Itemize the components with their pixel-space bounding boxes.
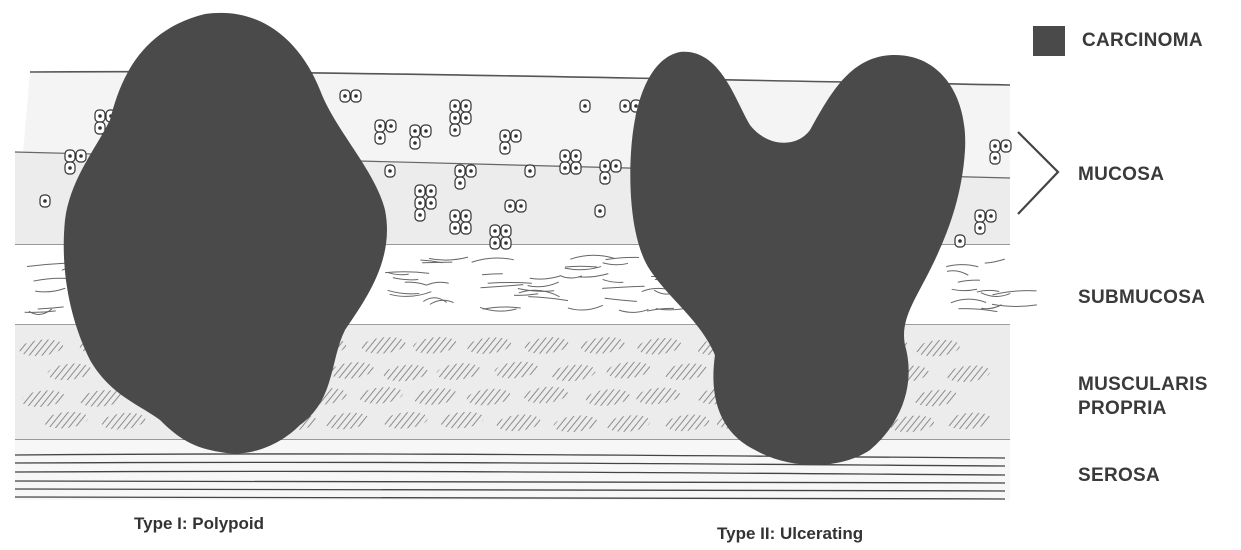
type-1-caption: Type I: Polypoid — [134, 514, 264, 534]
propria-label: PROPRIA — [1078, 397, 1167, 421]
submucosa-label: SUBMUCOSA — [1078, 286, 1205, 310]
muscularis-label: MUSCULARIS — [1078, 373, 1208, 397]
mucosa-label: MUCOSA — [1078, 163, 1164, 187]
carcinoma-legend-swatch — [1033, 26, 1065, 56]
serosa-label: SEROSA — [1078, 464, 1160, 488]
type-2-caption: Type II: Ulcerating — [717, 524, 863, 544]
carcinoma-legend-label: CARCINOMA — [1082, 29, 1203, 53]
mucosa-bracket — [1018, 132, 1058, 214]
